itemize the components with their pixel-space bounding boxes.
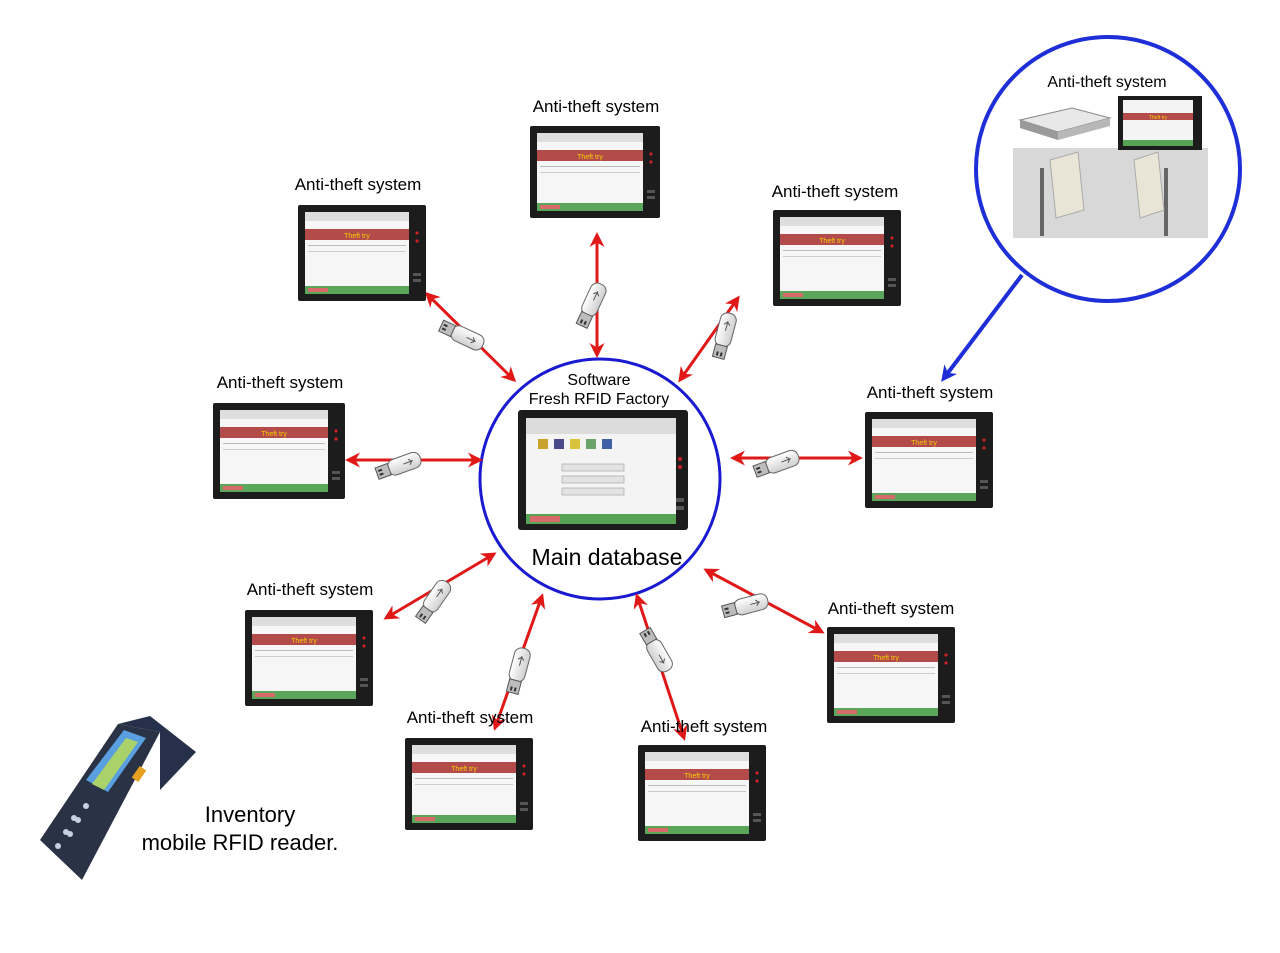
inset-theft-try-banner: Theft try xyxy=(1149,115,1168,121)
panel-pc-icon: Theft try xyxy=(865,412,993,508)
theft-try-banner: Theft try xyxy=(911,440,937,447)
anti-theft-system-label: Anti-theft system xyxy=(771,182,899,201)
rfid-reader-icon xyxy=(40,716,196,880)
anti-theft-system-label: Anti-theft system xyxy=(827,599,955,618)
panel-pc-icon: Theft try xyxy=(405,738,533,830)
panel-pc-icon: Theft try xyxy=(638,745,766,841)
rfid-reader-box-icon xyxy=(1018,107,1112,140)
anti-theft-system-label: Anti-theft system xyxy=(640,717,768,736)
theft-try-banner: Theft try xyxy=(873,655,899,662)
theft-try-banner: Theft try xyxy=(577,154,603,161)
usb-group xyxy=(374,282,800,696)
usb-stick-icon xyxy=(711,312,737,361)
main-database-label: Main database xyxy=(531,544,683,570)
bidirectional-arrow-3 xyxy=(678,295,740,383)
center-software-label: Software xyxy=(567,372,631,389)
usb-stick-icon xyxy=(720,593,769,619)
theft-try-banner: Theft try xyxy=(344,233,370,240)
center-product-label: Fresh RFID Factory xyxy=(528,391,670,408)
panel-pc-icon: Theft try xyxy=(827,627,955,723)
node-group: Theft try Theft try Theft try xyxy=(213,126,993,841)
usb-stick-icon xyxy=(752,449,800,478)
panel-pc-icon: Theft try xyxy=(773,210,901,306)
inset-label: Anti-theft system xyxy=(1047,74,1167,91)
theft-try-banner: Theft try xyxy=(819,238,845,245)
anti-theft-system-label: Anti-theft system xyxy=(532,97,660,116)
panel-pc-icon: Theft try xyxy=(530,126,660,218)
inset-panel-pc-icon xyxy=(1118,96,1202,150)
usb-stick-icon xyxy=(437,319,485,351)
antenna-gate-icon xyxy=(1040,151,1168,236)
anti-theft-system-label: Anti-theft system xyxy=(406,708,534,727)
usb-stick-icon xyxy=(505,647,531,696)
theft-try-banner: Theft try xyxy=(261,431,287,438)
usb-stick-icon xyxy=(639,626,673,673)
theft-try-banner: Theft try xyxy=(291,638,317,645)
panel-pc-icon: Theft try xyxy=(213,403,345,499)
anti-theft-system-label: Anti-theft system xyxy=(246,580,374,599)
center-screen-button xyxy=(561,487,625,496)
reader-label-line1: Inventory xyxy=(204,802,296,827)
center-panel-pc-icon xyxy=(518,410,688,530)
center-screen-button xyxy=(561,463,625,472)
reader-label-line2: mobile RFID reader. xyxy=(141,830,339,855)
anti-theft-system-label: Anti-theft system xyxy=(216,373,344,392)
center-screen-button xyxy=(561,475,625,484)
usb-stick-icon xyxy=(374,451,422,480)
anti-theft-system-label: Anti-theft system xyxy=(294,175,422,194)
panel-pc-icon: Theft try xyxy=(245,610,373,706)
anti-theft-system-label: Anti-theft system xyxy=(866,383,994,402)
usb-stick-icon xyxy=(575,282,607,330)
inset-pointer-arrow xyxy=(941,273,1024,382)
inset-photo-background xyxy=(1013,148,1208,238)
theft-try-banner: Theft try xyxy=(684,773,710,780)
inset-equipment: Theft try xyxy=(1013,96,1208,238)
usb-stick-icon xyxy=(414,579,452,624)
panel-pc-icon: Theft try xyxy=(298,205,426,301)
theft-try-banner: Theft try xyxy=(451,766,477,773)
